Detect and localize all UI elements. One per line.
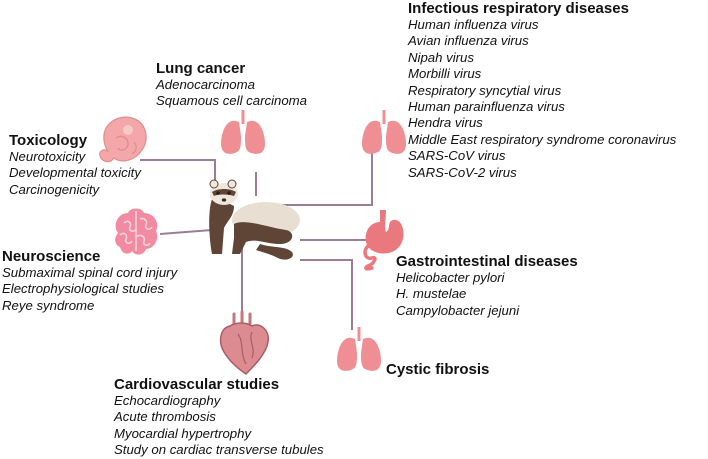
- neuroscience-block: Neuroscience Submaximal spinal cord inju…: [2, 248, 177, 314]
- cardiovascular-title: Cardiovascular studies: [114, 376, 280, 393]
- list-item: Human influenza virus: [408, 17, 539, 32]
- brain-icon: [115, 208, 158, 255]
- lungs-icon-infectious: [362, 110, 406, 154]
- list-item: Middle East respiratory syndrome coronav…: [408, 131, 677, 147]
- gastrointestinal-block: Gastrointestinal diseases Helicobacter p…: [396, 253, 578, 319]
- list-item: Neurotoxicity: [9, 149, 86, 164]
- toxicology-title: Toxicology: [9, 132, 88, 149]
- cystic-fibrosis-title: Cystic fibrosis: [386, 361, 490, 378]
- connector-neuroscience: [159, 229, 213, 235]
- list-item: Morbilli virus: [408, 66, 482, 82]
- cardiovascular-block: Cardiovascular studies Echocardiography …: [114, 376, 324, 459]
- list-item: Helicobacter pylori: [396, 270, 505, 285]
- ferret-icon: [209, 179, 300, 260]
- connector-toxicology: [140, 159, 216, 188]
- stomach-icon: [363, 210, 404, 271]
- list-item: Submaximal spinal cord injury: [2, 265, 178, 280]
- list-item: SARS-CoV-2 virus: [408, 164, 517, 180]
- neuroscience-title: Neuroscience: [2, 248, 101, 265]
- cardiovascular-list: Echocardiography Acute thrombosis Myocar…: [114, 393, 324, 459]
- list-item: H. mustelae: [396, 286, 467, 302]
- list-item: Campylobacter jejuni: [396, 302, 520, 318]
- toxicology-block: Toxicology Neurotoxicity Developmental t…: [9, 132, 141, 198]
- list-item: Respiratory syncytial virus: [408, 82, 562, 98]
- list-item: Adenocarcinoma: [156, 77, 255, 92]
- list-item: Electrophysiological studies: [2, 281, 164, 297]
- list-item: Nipah virus: [408, 49, 474, 65]
- list-item: Hendra virus: [408, 115, 483, 131]
- list-item: Developmental toxicity: [9, 165, 141, 181]
- list-item: Avian influenza virus: [408, 33, 529, 49]
- gastrointestinal-list: Helicobacter pylori H. mustelae Campylob…: [396, 270, 578, 319]
- list-item: Study on cardiac transverse tubules: [114, 442, 324, 458]
- list-item: Human parainfluenza virus: [408, 99, 565, 115]
- toxicology-list: Neurotoxicity Developmental toxicity Car…: [9, 149, 141, 198]
- connector-cystic-fibrosis: [300, 259, 353, 330]
- heart-icon: [219, 310, 269, 375]
- cystic-fibrosis-block: Cystic fibrosis: [386, 361, 489, 378]
- list-item: Echocardiography: [114, 393, 221, 408]
- list-item: SARS-CoV virus: [408, 148, 506, 164]
- lungs-icon-cystic-fibrosis: [337, 327, 381, 371]
- list-item: Acute thrombosis: [114, 409, 216, 425]
- list-item: Reye syndrome: [2, 297, 95, 313]
- list-item: Myocardial hypertrophy: [114, 425, 252, 441]
- lung-cancer-title: Lung cancer: [156, 60, 246, 77]
- neuroscience-list: Submaximal spinal cord injury Electrophy…: [2, 265, 177, 314]
- infectious-block: Infectious respiratory diseases Human in…: [408, 0, 676, 181]
- embryo-icon: [99, 116, 147, 163]
- gastrointestinal-title: Gastrointestinal diseases: [396, 253, 578, 270]
- infectious-title: Infectious respiratory diseases: [408, 0, 629, 17]
- lung-cancer-block: Lung cancer Adenocarcinoma Squamous cell…: [156, 60, 307, 110]
- list-item: Carcinogenicity: [9, 181, 100, 197]
- lungs-icon-lung-cancer: [221, 110, 265, 154]
- list-item: Squamous cell carcinoma: [156, 93, 307, 109]
- infectious-list: Human influenza virus Avian influenza vi…: [408, 17, 676, 181]
- connector-infectious: [282, 150, 373, 206]
- lung-cancer-list: Adenocarcinoma Squamous cell carcinoma: [156, 77, 307, 110]
